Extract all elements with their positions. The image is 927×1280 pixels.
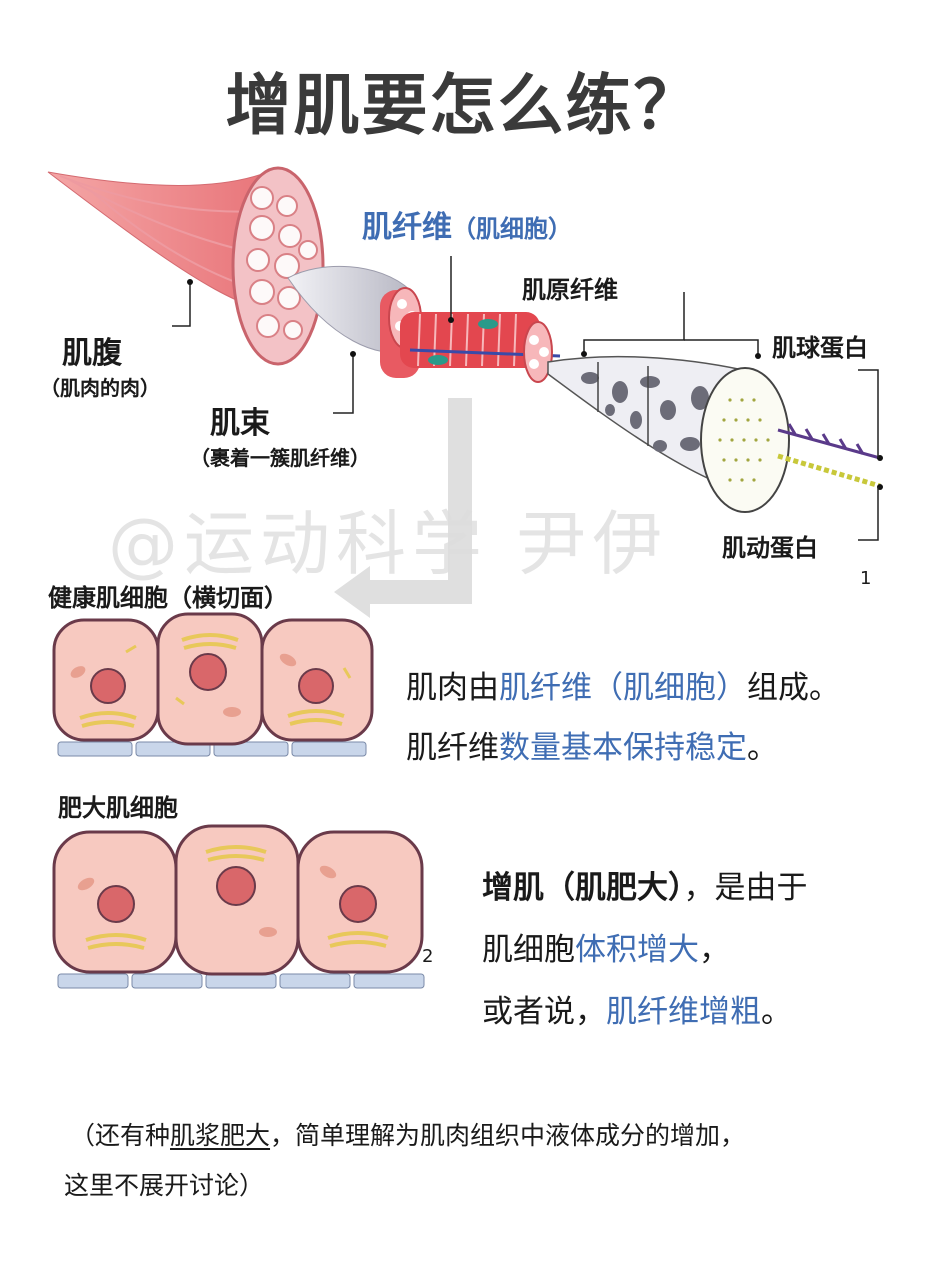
leader-lines bbox=[172, 256, 879, 541]
text2-line3: 或者说，肌纤维增粗。 bbox=[482, 994, 792, 1030]
healthy-cells-diagram bbox=[52, 612, 374, 757]
hypertrophy-cell bbox=[52, 830, 178, 974]
figure-number-1: 1 bbox=[860, 568, 872, 589]
arrow-icon bbox=[334, 398, 472, 618]
figure-number-2: 2 bbox=[422, 946, 434, 967]
text2-line2: 肌细胞体积增大， bbox=[482, 932, 730, 968]
healthy-cell bbox=[52, 618, 160, 742]
note-line1: （还有种肌浆肥大，简单理解为肌肉组织中液体成分的增加， bbox=[70, 1121, 746, 1150]
label-actin: 肌动蛋白 bbox=[722, 534, 818, 562]
label-myosin: 肌球蛋白 bbox=[772, 334, 868, 362]
actin-filament bbox=[777, 453, 881, 489]
label-fascicle-note: （裹着一簇肌纤维） bbox=[190, 446, 370, 470]
fiber-bundle bbox=[380, 287, 561, 383]
label-muscle-belly: 肌腹 bbox=[62, 336, 122, 371]
hypertrophy-cell bbox=[174, 824, 300, 976]
label-muscle-belly-note: （肌肉的肉） bbox=[40, 376, 160, 400]
myosin-filament bbox=[777, 423, 881, 460]
healthy-cell bbox=[156, 612, 264, 746]
hypertrophy-cell bbox=[296, 830, 424, 974]
hypertrophy-cells-diagram bbox=[52, 824, 425, 989]
label-muscle-fiber: 肌纤维（肌细胞） bbox=[362, 210, 572, 245]
healthy-cell bbox=[260, 618, 374, 742]
myofibril-dots bbox=[718, 398, 770, 482]
text1-line2: 肌纤维数量基本保持稳定。 bbox=[406, 730, 778, 766]
hypertrophy-cell-title: 肥大肌细胞 bbox=[58, 794, 178, 822]
text2-line1: 增肌（肌肥大），是由于 bbox=[482, 870, 808, 906]
label-fascicle: 肌束 bbox=[210, 406, 270, 441]
page-title: 增肌要怎么练？ bbox=[225, 67, 702, 144]
watermark: @运动科学 尹伊 bbox=[108, 503, 669, 585]
text1-line1: 肌肉由肌纤维（肌细胞）组成。 bbox=[406, 670, 840, 706]
healthy-cell-title: 健康肌细胞（横切面） bbox=[48, 584, 288, 612]
note-line2: 这里不展开讨论） bbox=[64, 1171, 265, 1200]
myofibril-pattern bbox=[581, 372, 709, 452]
fascicle-circles bbox=[246, 186, 318, 340]
label-myofibril: 肌原纤维 bbox=[522, 276, 618, 304]
